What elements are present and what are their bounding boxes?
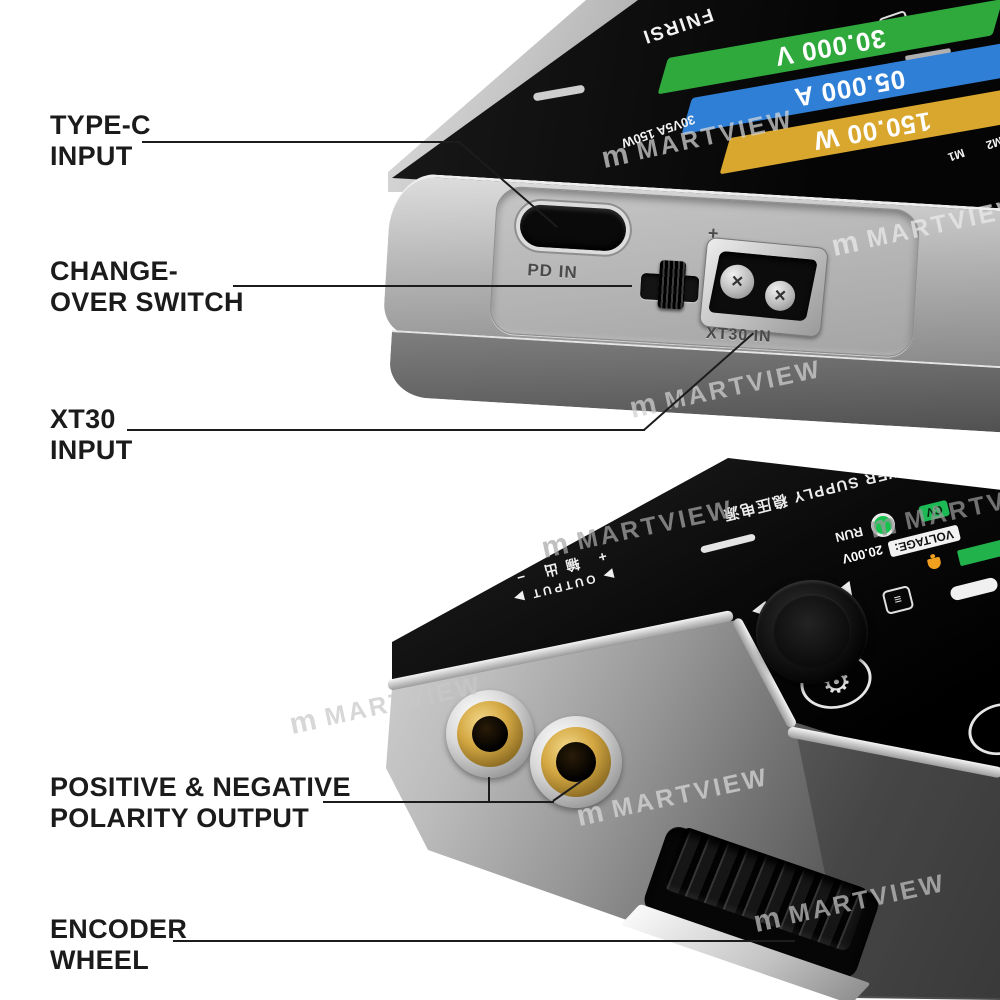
run-status-label: RUN	[833, 523, 865, 546]
usb-c-port[interactable]	[518, 203, 628, 252]
white-segment-chip	[949, 576, 999, 602]
xt30-connector[interactable]: × ×	[698, 236, 829, 338]
input-port-recess: PD IN + − × × XT30 IN	[488, 185, 921, 359]
output-jack-positive[interactable]	[446, 690, 534, 778]
menu-icon: ≡	[881, 584, 915, 616]
vent-slot	[532, 84, 586, 102]
jack-hole	[556, 742, 596, 782]
voltage-value: 20.00V	[840, 542, 885, 567]
leader-polarity	[323, 801, 554, 803]
leader-xt30	[127, 429, 645, 431]
progress-bar-green	[956, 537, 1000, 567]
leader-polarity-fork-left	[488, 777, 490, 803]
output-jack-negative[interactable]	[530, 716, 622, 808]
cv-mode-badge: CV	[918, 499, 951, 523]
pd-in-label: PD IN	[526, 260, 579, 283]
changeover-switch[interactable]	[657, 260, 687, 310]
output-markings: ▶ OUTPUT ▶ + 输出 −	[507, 548, 615, 607]
bell-icon	[926, 556, 943, 571]
voltage-label-chip: VOLTAGE:	[887, 524, 962, 558]
power-button-knob[interactable]	[756, 580, 868, 684]
screen-side-label-m1: M1	[946, 145, 967, 165]
panel-vent-slot	[699, 533, 757, 554]
brand-logo: FNIRSI	[638, 3, 716, 48]
leader-typec	[142, 141, 460, 143]
leader-changeover	[233, 285, 632, 287]
knob-top-face	[773, 594, 851, 668]
jack-hole	[472, 716, 508, 752]
martview-logo-icon: m	[286, 703, 320, 742]
run-indicator-led	[874, 516, 892, 534]
panel-title: POWER SUPPLY 稳压电源	[721, 455, 929, 524]
callout-changeover-switch: CHANGE-OVER SWITCH	[50, 256, 244, 318]
screen-side-label-m2: M2	[984, 133, 1000, 153]
leader-encoder	[173, 940, 795, 942]
specs-text: 30V5A 150W	[619, 111, 698, 152]
